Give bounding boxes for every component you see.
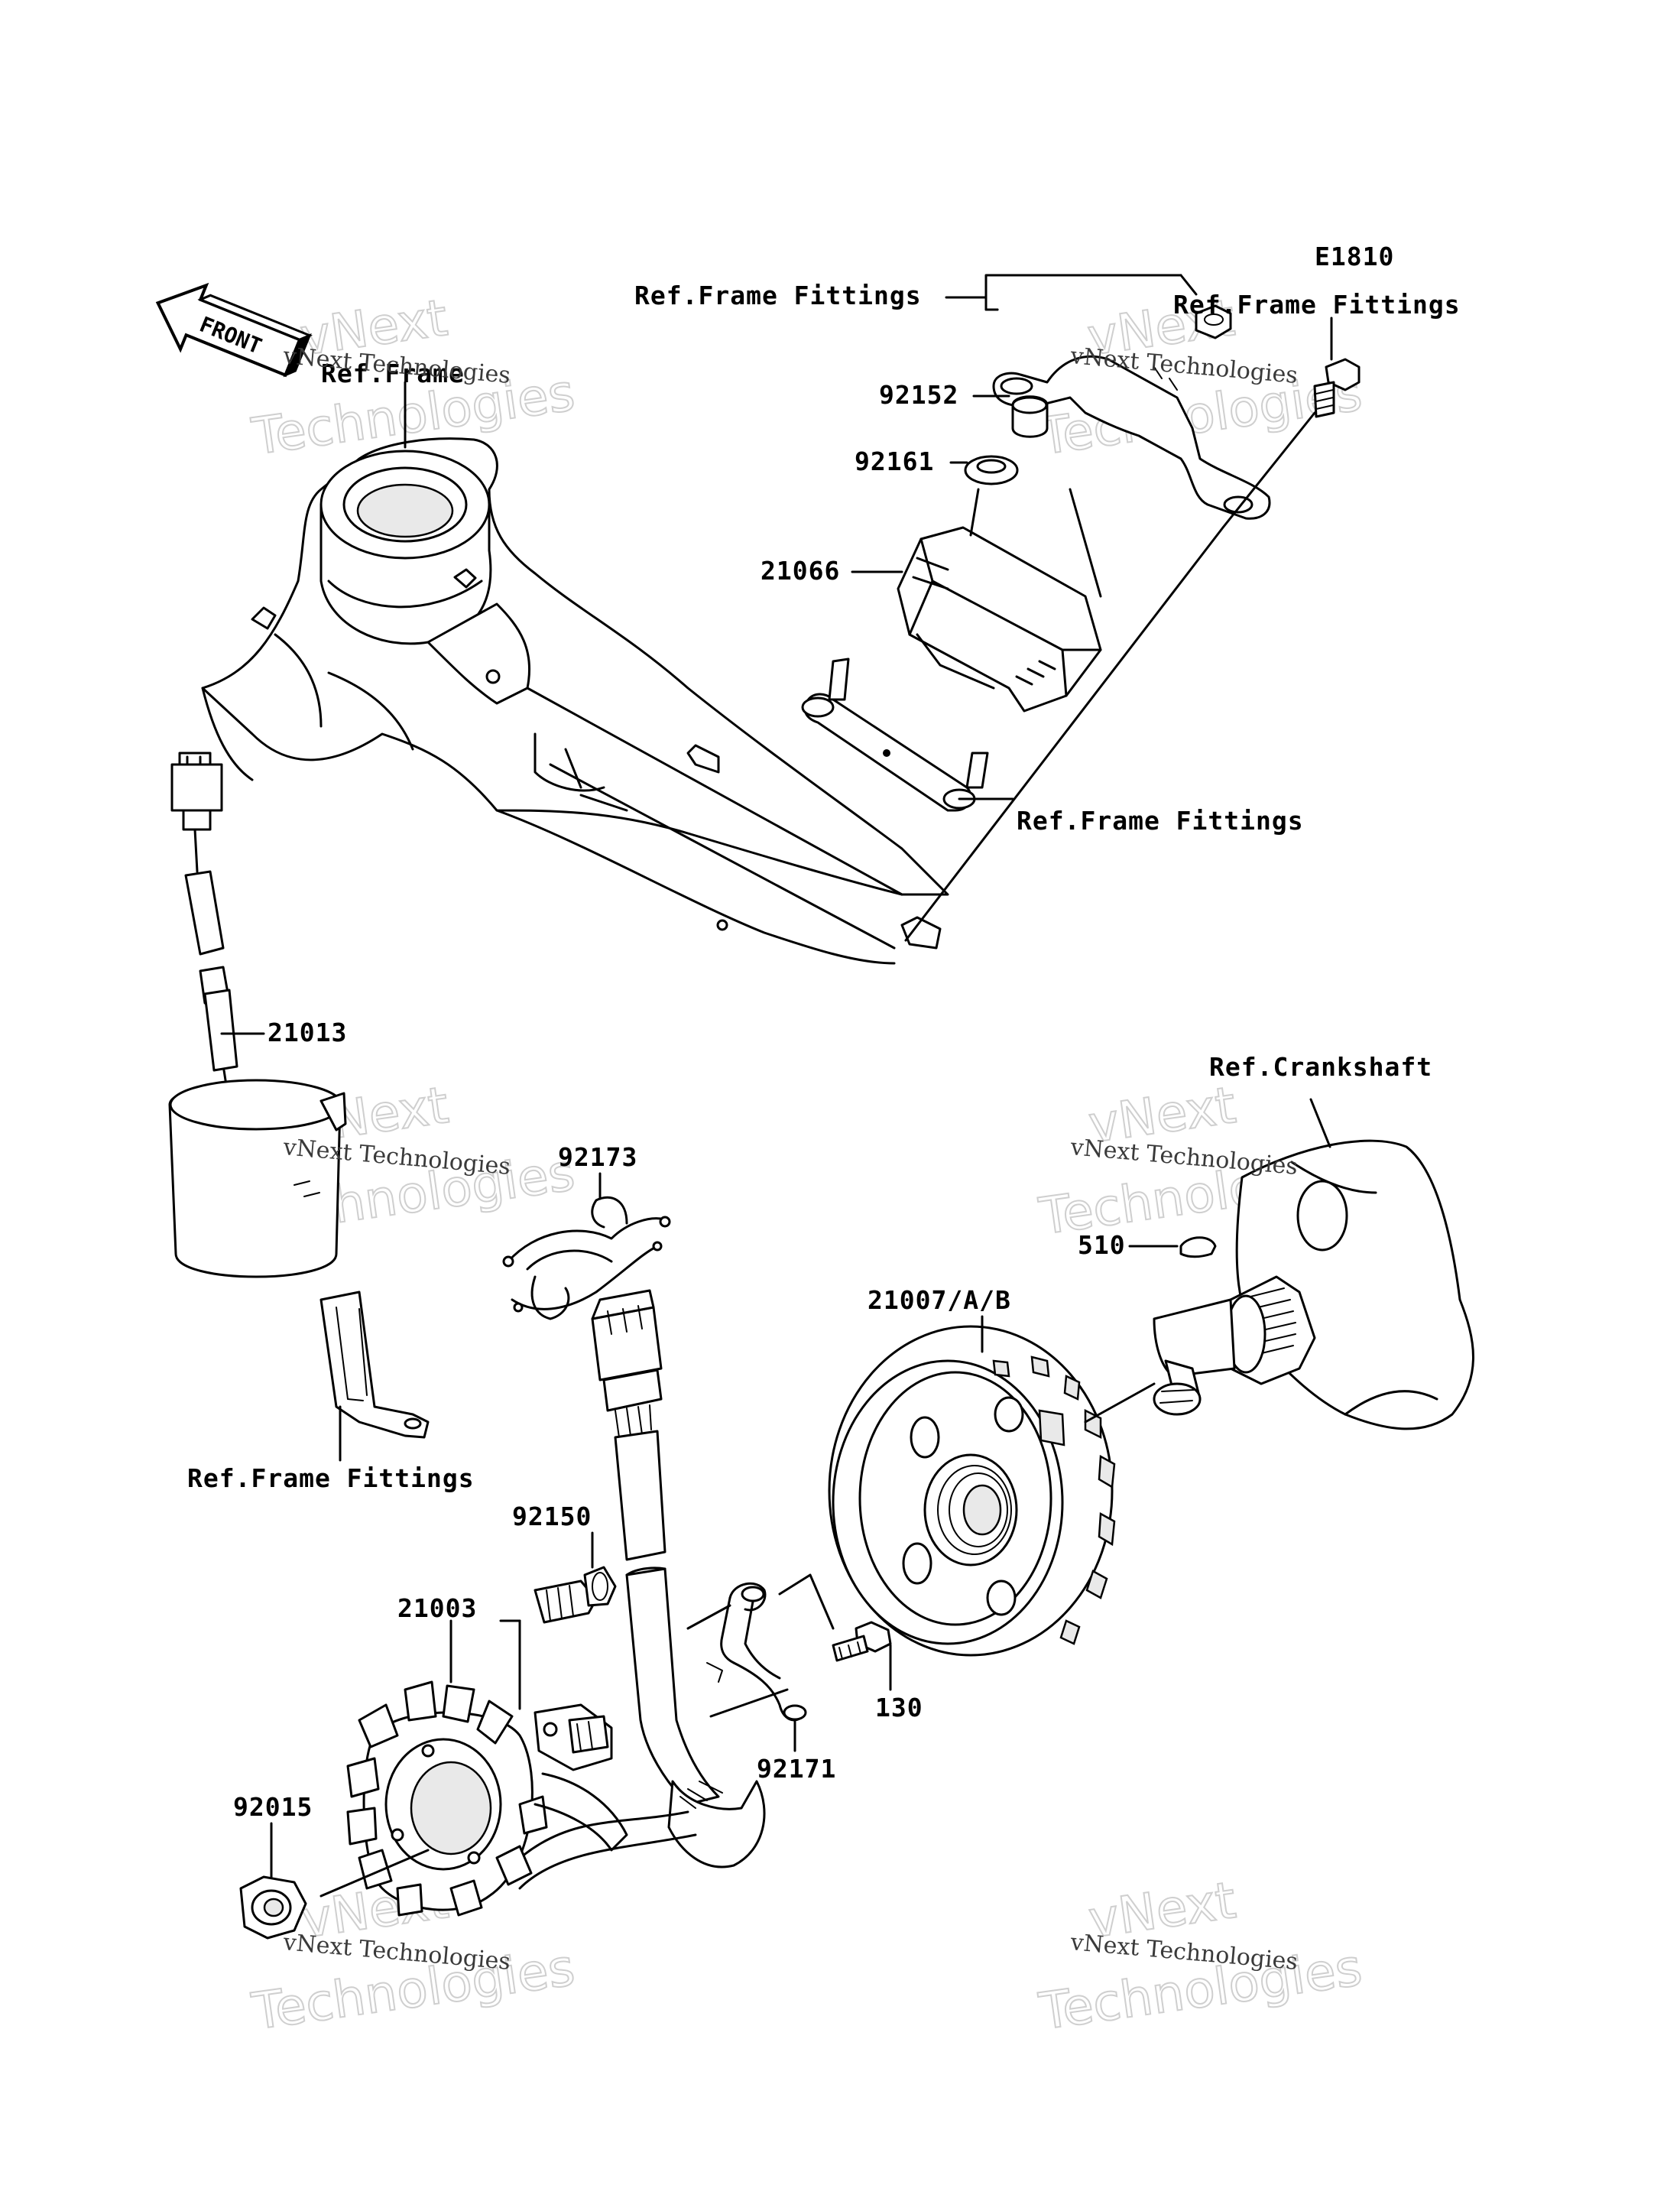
label-92015: 92015 [233, 1792, 313, 1822]
label-21066: 21066 [761, 556, 840, 586]
diagram-code: E1810 [1315, 242, 1394, 271]
collar-92152 [1011, 395, 1049, 438]
label-ref-crankshaft: Ref.Crankshaft [1209, 1052, 1432, 1082]
capacitor-wire [184, 870, 238, 1106]
label-92173: 92173 [558, 1142, 637, 1172]
capacitor-21013 [168, 1079, 347, 1278]
label-92152: 92152 [879, 380, 958, 410]
label-130: 130 [875, 1693, 923, 1722]
stator-harness [511, 1430, 766, 1890]
nut-top [1195, 304, 1232, 339]
label-92150: 92150 [512, 1502, 592, 1531]
label-ref-frame-fittings-mid: Ref.Frame Fittings [1017, 806, 1304, 836]
label-ref-frame-fittings-left: Ref.Frame Fittings [187, 1463, 475, 1493]
upper-bracket [992, 355, 1271, 520]
front-arrow-icon: FRONT [155, 282, 313, 378]
leader-lines [220, 274, 1333, 1898]
grommet-92161 [964, 455, 1019, 485]
stator-21003 [346, 1680, 628, 1917]
label-ref-frame: Ref.Frame [321, 359, 465, 388]
regulator-mount-plate [801, 657, 989, 812]
label-92171: 92171 [757, 1754, 836, 1784]
bolt-92150 [534, 1566, 617, 1624]
plate-92171 [706, 1582, 807, 1722]
label-ref-frame-fittings-top: Ref.Frame Fittings [634, 281, 922, 310]
label-21007: 21007/A/B [868, 1285, 1011, 1315]
nut-92015 [239, 1875, 307, 1940]
label-ref-frame-fittings-right: Ref.Frame Fittings [1173, 290, 1461, 320]
bolt-130 [832, 1621, 892, 1662]
label-21013: 21013 [268, 1018, 347, 1047]
crankshaft-part [1153, 1139, 1474, 1430]
clamp-92173 [502, 1196, 671, 1320]
label-510: 510 [1078, 1230, 1126, 1260]
stator-connector [591, 1289, 663, 1438]
frame-part [201, 437, 949, 965]
regulator-21066 [897, 526, 1102, 713]
label-92161: 92161 [855, 446, 934, 476]
callout-labels: E1810 Ref.Frame Fittings Ref.Frame Fitti… [187, 242, 1461, 1822]
rotor-21007 [828, 1325, 1116, 1657]
label-21003: 21003 [397, 1593, 477, 1623]
connector-21013 [170, 752, 223, 873]
capacitor-bracket [319, 1291, 430, 1439]
bolt-top-right [1313, 358, 1361, 418]
